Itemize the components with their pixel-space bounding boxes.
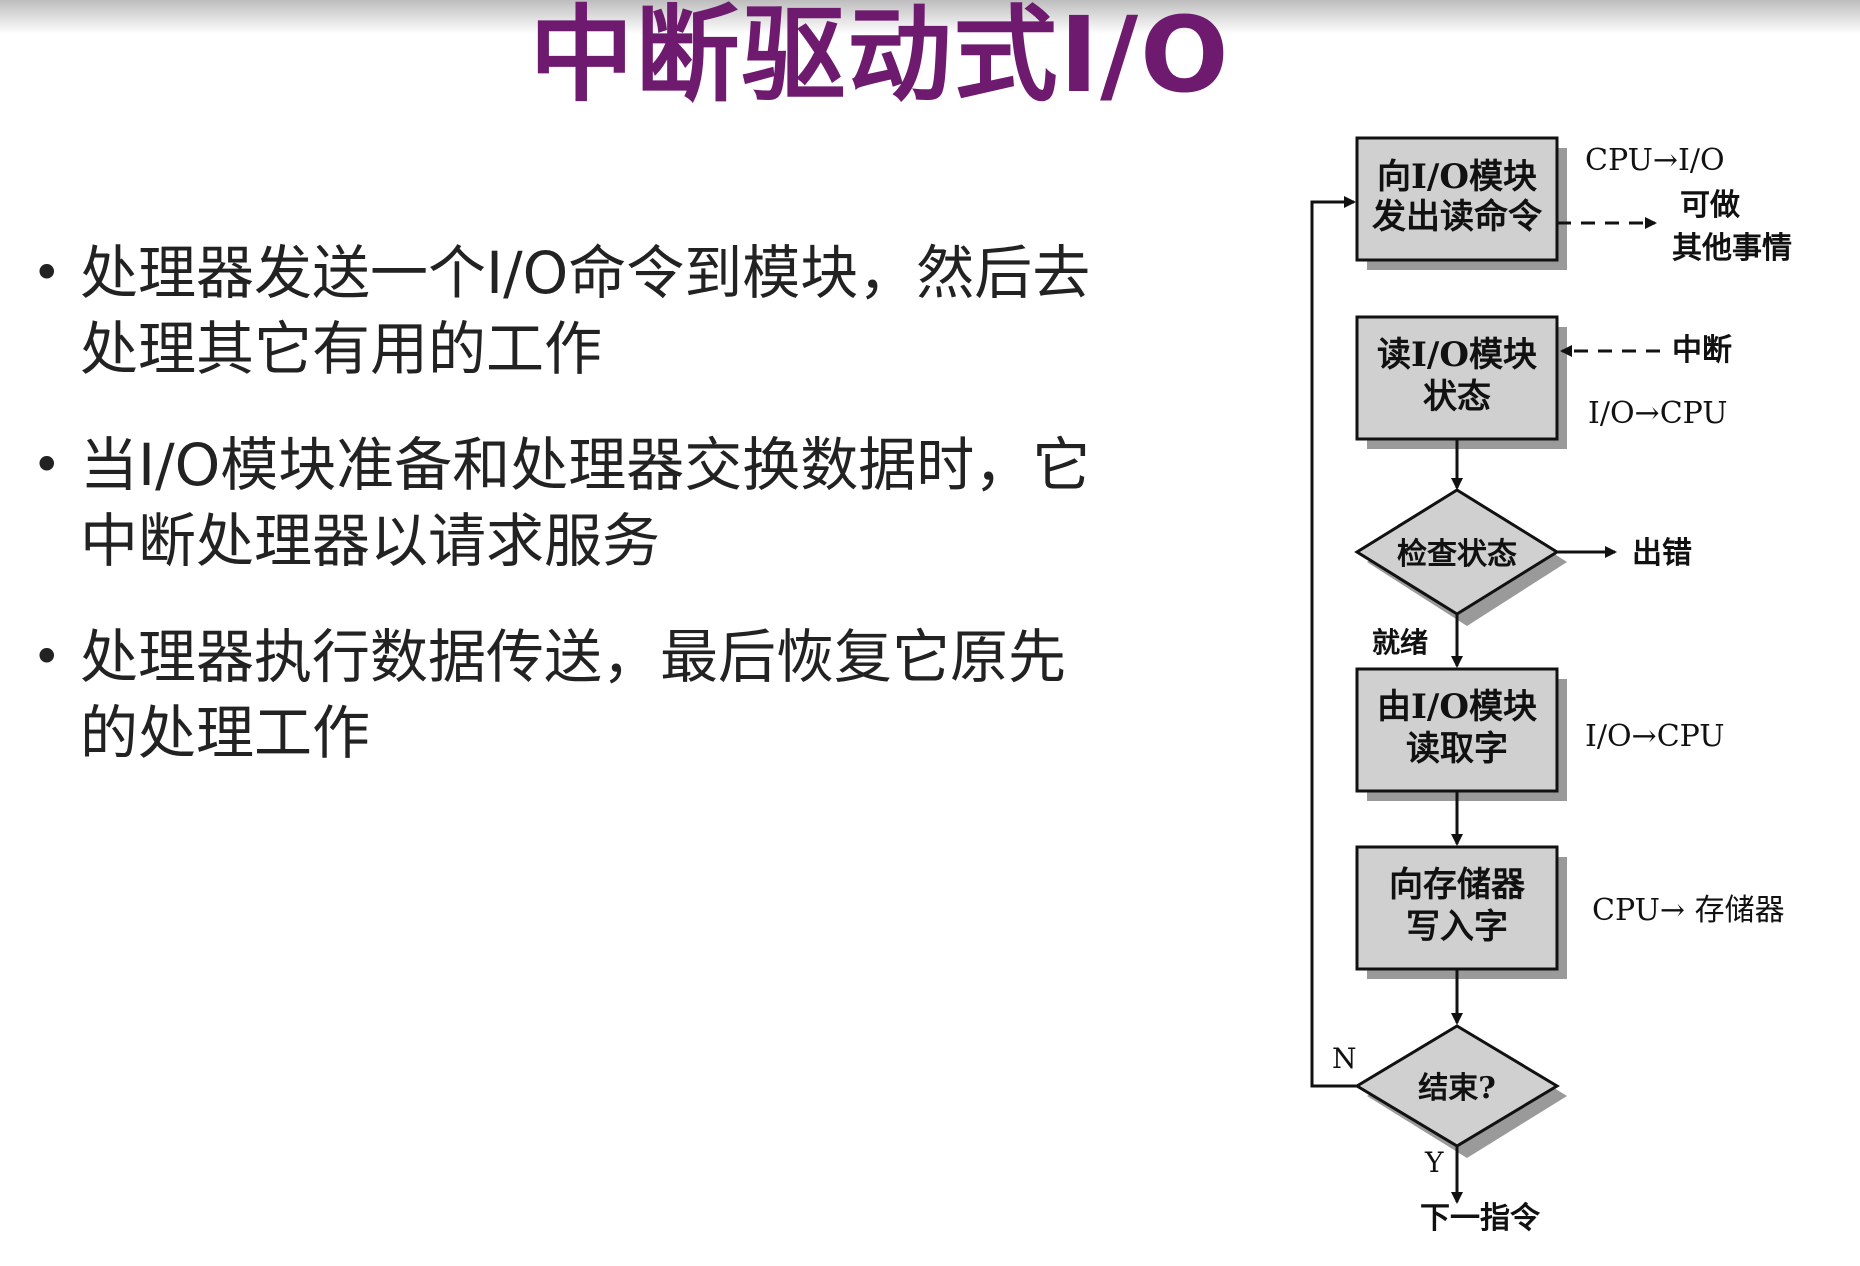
- step-issue-read-command: 向I/O模块 发出读命令: [1355, 136, 1567, 270]
- done-label: 结束?: [1418, 1071, 1496, 1106]
- page-title: 中断驱动式I/O: [529, 0, 1231, 116]
- bullet-dot-icon: •: [32, 628, 62, 686]
- yes-label: Y: [1424, 1146, 1444, 1179]
- check-label: 检查状态: [1397, 537, 1517, 572]
- step-read-word: 由I/O模块 读取字: [1355, 667, 1567, 801]
- step4-line2: 写入字: [1406, 907, 1508, 947]
- step4-line1: 向存储器: [1389, 865, 1526, 905]
- error-label: 出错: [1632, 536, 1692, 571]
- bullet-text: 当I/O模块准备和处理器交换数据时，它中断处理器以请求服务: [80, 431, 1091, 575]
- loop-back-arrow: [1310, 196, 1357, 1088]
- ready-label: 就绪: [1372, 626, 1428, 659]
- bullet-item: • 当I/O模块准备和处理器交换数据时，它中断处理器以请求服务: [28, 427, 1108, 579]
- no-label: N: [1332, 1042, 1357, 1075]
- step-write-memory: 向存储器 写入字: [1355, 845, 1567, 979]
- bullet-dot-icon: •: [32, 436, 62, 494]
- step3-line2: 读取字: [1406, 729, 1508, 769]
- decision-check-status: 检查状态: [1354, 488, 1567, 626]
- step2-side-label: I/O→CPU: [1588, 396, 1728, 431]
- bullet-dot-icon: •: [32, 244, 62, 302]
- note-line2: 其他事情: [1672, 231, 1792, 266]
- step4-side-label: CPU→ 存储器: [1592, 893, 1785, 928]
- step2-line1: 读I/O模块: [1377, 335, 1537, 375]
- interrupt-label: 中断: [1672, 333, 1732, 368]
- step-read-status: 读I/O模块 状态: [1355, 315, 1567, 449]
- step2-line2: 状态: [1423, 377, 1491, 417]
- bullet-text: 处理器发送一个I/O命令到模块，然后去处理其它有用的工作: [80, 239, 1091, 383]
- bullet-item: • 处理器执行数据传送，最后恢复它原先的处理工作: [28, 619, 1108, 771]
- bullet-item: • 处理器发送一个I/O命令到模块，然后去处理其它有用的工作: [28, 235, 1108, 387]
- note-line1: 可做: [1680, 188, 1740, 223]
- step1-line1: 向I/O模块: [1377, 157, 1537, 197]
- bullet-list: • 处理器发送一个I/O命令到模块，然后去处理其它有用的工作 • 当I/O模块准…: [28, 235, 1108, 811]
- step3-line1: 由I/O模块: [1377, 687, 1537, 727]
- top-shadow-bar: [0, 0, 1860, 34]
- step3-side-label: I/O→CPU: [1585, 719, 1725, 754]
- step1-side-label: CPU→I/O: [1585, 143, 1725, 178]
- next-instruction-label: 下一指令: [1420, 1201, 1541, 1236]
- step1-line2: 发出读命令: [1372, 197, 1543, 237]
- bullet-text: 处理器执行数据传送，最后恢复它原先的处理工作: [80, 623, 1067, 767]
- decision-done: 结束?: [1354, 1024, 1567, 1158]
